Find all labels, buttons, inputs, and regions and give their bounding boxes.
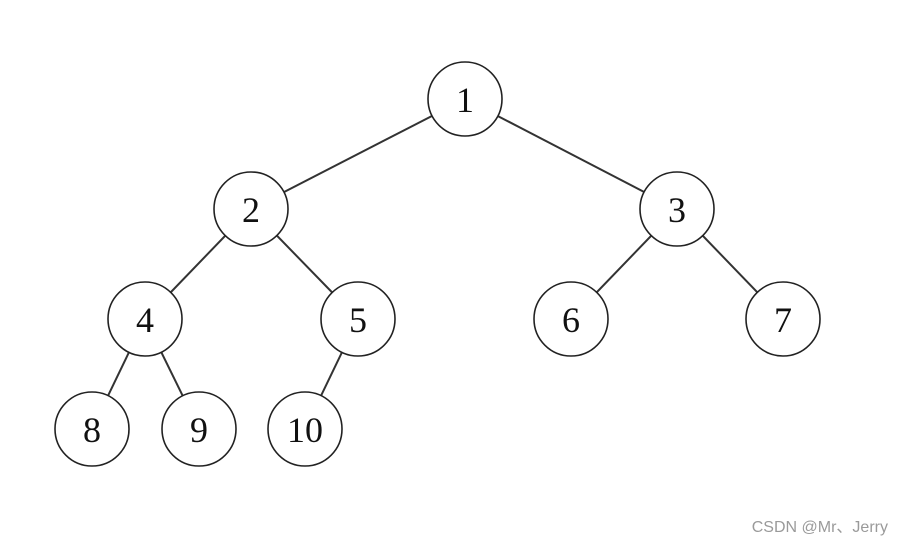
node-circle [320, 281, 396, 357]
node-label: 3 [668, 190, 686, 230]
edge-1-3 [464, 98, 678, 210]
tree-node-9: 9 [161, 391, 237, 467]
node-label: 9 [190, 410, 208, 450]
tree-node-5: 5 [320, 281, 396, 357]
node-label: 5 [349, 300, 367, 340]
node-circle [267, 391, 343, 467]
tree-edges [91, 98, 784, 430]
node-circle [107, 281, 183, 357]
node-circle [54, 391, 130, 467]
node-label: 7 [774, 300, 792, 340]
edge-1-2 [250, 98, 466, 210]
tree-node-7: 7 [745, 281, 821, 357]
watermark-text: CSDN @Mr、Jerry [751, 519, 888, 536]
tree-node-8: 8 [54, 391, 130, 467]
tree-node-4: 4 [107, 281, 183, 357]
node-label: 2 [242, 190, 260, 230]
tree-nodes: 1 2 3 4 5 6 7 8 9 10 [54, 61, 821, 467]
tree-node-10: 10 [267, 391, 343, 467]
node-circle [639, 171, 715, 247]
tree-node-1: 1 [427, 61, 503, 137]
tree-node-6: 6 [533, 281, 609, 357]
node-label: 4 [136, 300, 154, 340]
tree-node-2: 2 [213, 171, 289, 247]
tree-node-3: 3 [639, 171, 715, 247]
node-label: 6 [562, 300, 580, 340]
node-label: 1 [456, 80, 474, 120]
node-circle [161, 391, 237, 467]
node-circle [427, 61, 503, 137]
node-circle [213, 171, 289, 247]
node-label: 10 [287, 410, 323, 450]
node-circle [533, 281, 609, 357]
node-circle [745, 281, 821, 357]
node-label: 8 [83, 410, 101, 450]
